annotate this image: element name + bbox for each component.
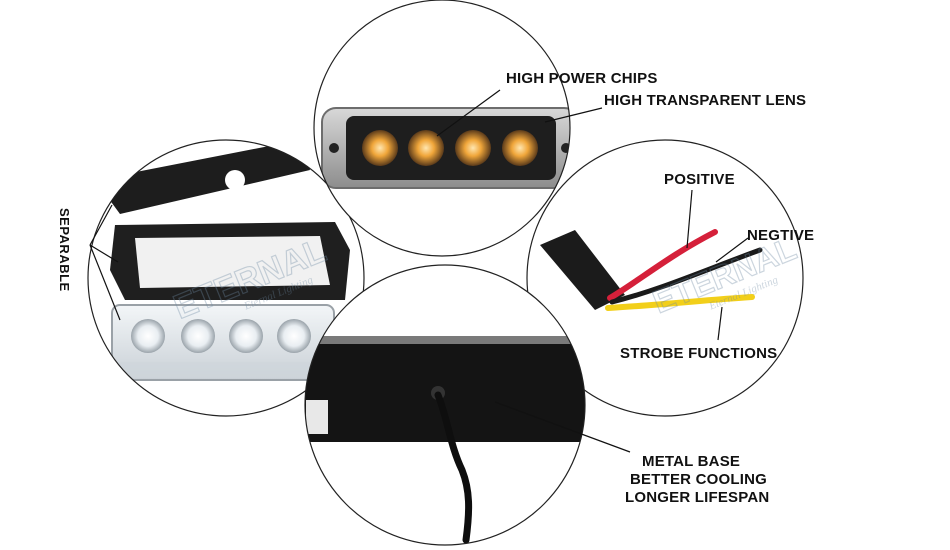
longer-lifespan-label: LONGER LIFESPAN [625,489,770,506]
metal-base-view [305,265,585,545]
positive-label: POSITIVE [664,171,735,188]
negtive-label: NEGTIVE [747,227,815,244]
bottom-circle-outline [304,264,586,546]
high-power-leds [362,130,538,166]
better-cooling-label: BETTER COOLING [630,471,767,488]
separable-label: SEPARABLE [57,208,72,292]
callout-lines [89,89,749,453]
top-circle-outline [313,0,571,257]
right-circle-outline [526,139,804,417]
high-power-chips-label: HIGH POWER CHIPS [506,70,658,87]
high-transparent-lens-label: HIGH TRANSPARENT LENS [604,92,807,109]
lens-closeup-view [314,0,570,256]
metal-base-label: METAL BASE [642,453,741,470]
strobe-functions-label: STROBE FUNCTIONS [620,345,778,362]
separable-leds [131,319,311,353]
left-circle-outline [87,139,365,417]
separable-parts-view [88,140,364,416]
